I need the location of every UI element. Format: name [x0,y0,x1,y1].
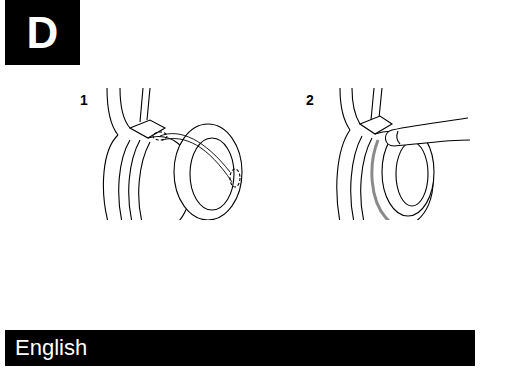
language-band: English [5,330,475,366]
figure-1 [103,88,242,220]
step-number: 1 [80,92,88,108]
section-letter: D [27,8,59,58]
section-letter-box: D [5,0,80,65]
step-number: 2 [306,92,314,108]
figure-2 [337,88,470,220]
language-name: English [15,335,87,361]
